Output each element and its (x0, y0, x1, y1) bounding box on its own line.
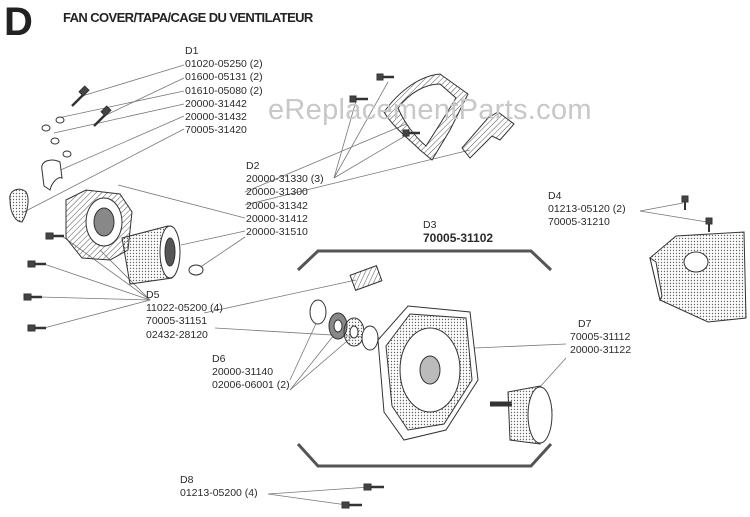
bolt-icon (27, 324, 46, 332)
washer-icon (62, 150, 72, 158)
bolt-icon (45, 232, 64, 240)
part-number[interactable]: 02006-06001 (2) (212, 379, 290, 392)
part-number[interactable]: 01020-05250 (2) (185, 58, 263, 71)
bolt-icon (23, 293, 42, 301)
clutch-housing-icon (349, 265, 479, 441)
nut-icon (188, 264, 204, 276)
group-label: D6 (212, 353, 226, 365)
part-number[interactable]: 01610-05080 (2) (185, 84, 263, 97)
group-d2: D2 20000-31330 (3) 20000-31300 20000-313… (246, 160, 324, 239)
part-number[interactable]: 01213-05120 (2) (548, 203, 626, 216)
clamp-lower-icon (9, 188, 29, 223)
group-label: D1 (185, 45, 199, 57)
bolt-icon (341, 501, 362, 509)
washer-icon (55, 116, 65, 124)
group-d5: D5 11022-05200 (4) 70005-31151 02432-281… (146, 289, 223, 342)
group-label: D7 (578, 318, 592, 330)
d8-bolts (341, 483, 384, 509)
washer-icon (41, 124, 51, 132)
watermark: eReplacementParts.com (268, 94, 592, 126)
part-number[interactable]: 70005-31102 (423, 231, 494, 246)
d1-parts (9, 85, 112, 223)
group-d1: D1 01020-05250 (2) 01600-05131 (2) 01610… (185, 45, 263, 137)
bolt-icon (27, 260, 46, 268)
part-number[interactable]: 70005-31420 (185, 124, 247, 137)
part-number[interactable]: 11022-05200 (4) (146, 302, 223, 315)
section-letter: D (4, 0, 33, 44)
part-number[interactable]: 20000-31342 (246, 199, 308, 212)
d5-bolts (23, 232, 64, 332)
group-label: D4 (548, 190, 562, 202)
group-d4: D4 01213-05120 (2) 70005-31210 (548, 190, 626, 230)
group-label: D5 (146, 289, 160, 301)
part-number[interactable]: 02432-28120 (146, 328, 208, 341)
label-plate-icon (349, 265, 383, 291)
part-number[interactable]: 01600-05131 (2) (185, 71, 263, 84)
part-number[interactable]: 20000-31412 (246, 212, 308, 225)
screw-icon (349, 95, 368, 103)
screw-icon (681, 195, 689, 210)
group-d6: D6 20000-31140 02006-06001 (2) (212, 353, 290, 393)
part-number[interactable]: 20000-31432 (185, 111, 247, 124)
d2-leader-lines (117, 81, 471, 271)
washer-icon (50, 137, 60, 145)
group-d7: D7 70005-31112 20000-31122 (570, 318, 631, 358)
d3-group-bracket (296, 249, 553, 468)
group-d3: D3 70005-31102 (423, 219, 493, 245)
part-number[interactable]: 01213-05200 (4) (180, 487, 258, 500)
bolt-icon (71, 85, 90, 107)
top-fan-cover-icon (349, 73, 515, 161)
d1-leader-lines (21, 64, 185, 214)
part-number[interactable]: 70005-31112 (570, 331, 631, 344)
part-number[interactable]: 20000-31122 (570, 344, 632, 357)
bolt-icon (93, 105, 112, 127)
clamp-upper-icon (41, 159, 63, 191)
screw-icon (402, 129, 420, 137)
d5-leader-lines (39, 235, 383, 339)
cover-bracket-icon (461, 111, 515, 159)
part-number[interactable]: 70005-31210 (548, 216, 610, 229)
side-cover-icon (649, 195, 747, 323)
part-number[interactable]: 20000-31140 (212, 366, 274, 379)
part-number[interactable]: 20000-31300 (246, 186, 308, 199)
part-number[interactable]: 20000-31510 (246, 226, 308, 239)
clutch-drum-icon (490, 385, 553, 445)
bearings-icon (309, 299, 379, 351)
screw-icon (376, 73, 394, 81)
fan-housing-icon (65, 189, 133, 261)
diagram-title: FAN COVER/TAPA/CAGE DU VENTILATEUR (63, 10, 313, 25)
part-number[interactable]: 20000-31442 (185, 97, 247, 110)
group-label: D2 (246, 160, 260, 172)
group-label: D3 (423, 219, 437, 231)
screw-icon (705, 217, 713, 232)
part-number[interactable]: 70005-31151 (146, 315, 208, 328)
flywheel-icon (121, 225, 204, 285)
group-d8: D8 01213-05200 (4) (180, 474, 258, 500)
other-leader-lines (267, 202, 708, 506)
group-label: D8 (180, 474, 194, 486)
part-number[interactable]: 20000-31330 (3) (246, 173, 324, 186)
bolt-icon (363, 483, 384, 491)
